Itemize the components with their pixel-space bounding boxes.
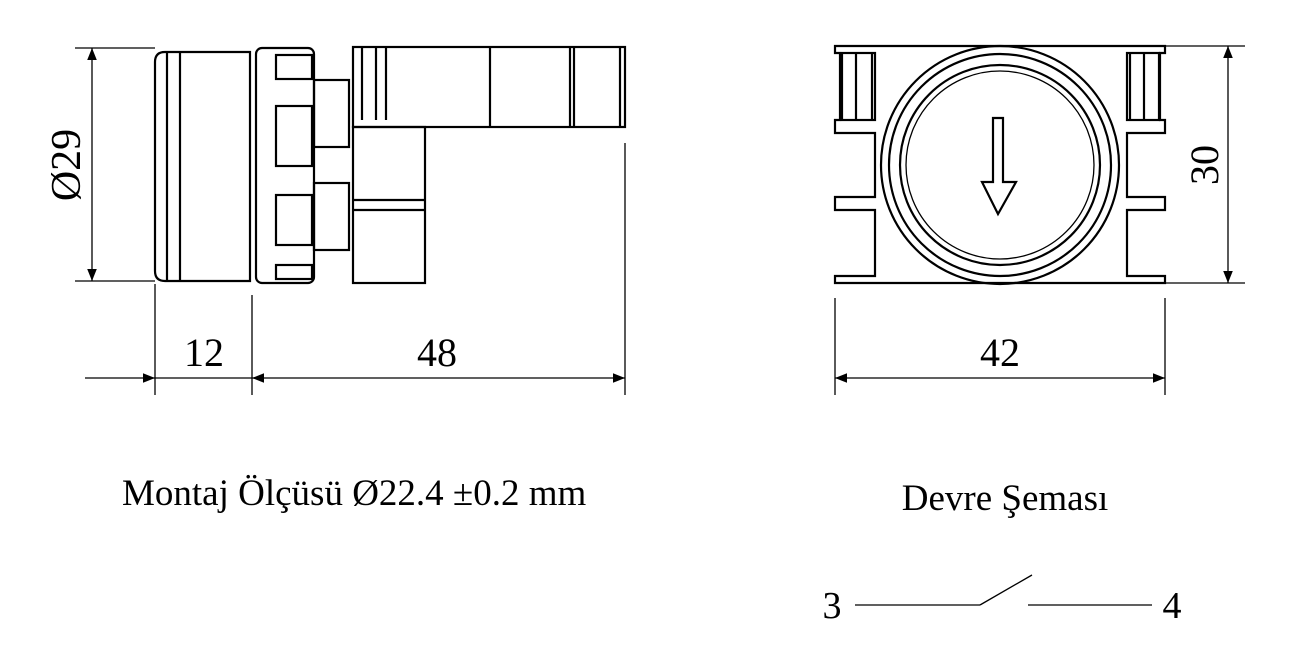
front-frame xyxy=(833,44,1167,285)
contact-block-lower xyxy=(351,125,427,285)
width-label: 42 xyxy=(980,330,1020,375)
switch-contact xyxy=(979,574,1033,606)
diameter-label: Ø29 xyxy=(44,129,90,201)
circuit-title: Devre Şeması xyxy=(902,478,1109,519)
bezel-outer xyxy=(879,44,1121,286)
front-length-label: 12 xyxy=(184,330,224,375)
ring-teeth xyxy=(274,53,314,281)
body-length-label: 48 xyxy=(417,330,457,375)
ring-nut xyxy=(254,46,316,285)
height-label: 30 xyxy=(1182,145,1227,185)
arrow-down-icon xyxy=(980,116,1018,217)
front-view: 30 42 xyxy=(833,44,1245,395)
terminal-3-label: 3 xyxy=(823,585,842,627)
mounting-label: Montaj Ölçüsü Ø22.4 ±0.2 mm xyxy=(122,473,587,514)
circuit-diagram: 3 4 xyxy=(823,574,1182,627)
terminal-4-label: 4 xyxy=(1163,585,1182,627)
bezel xyxy=(153,50,252,283)
side-view: Ø29 12 48 xyxy=(44,45,627,395)
